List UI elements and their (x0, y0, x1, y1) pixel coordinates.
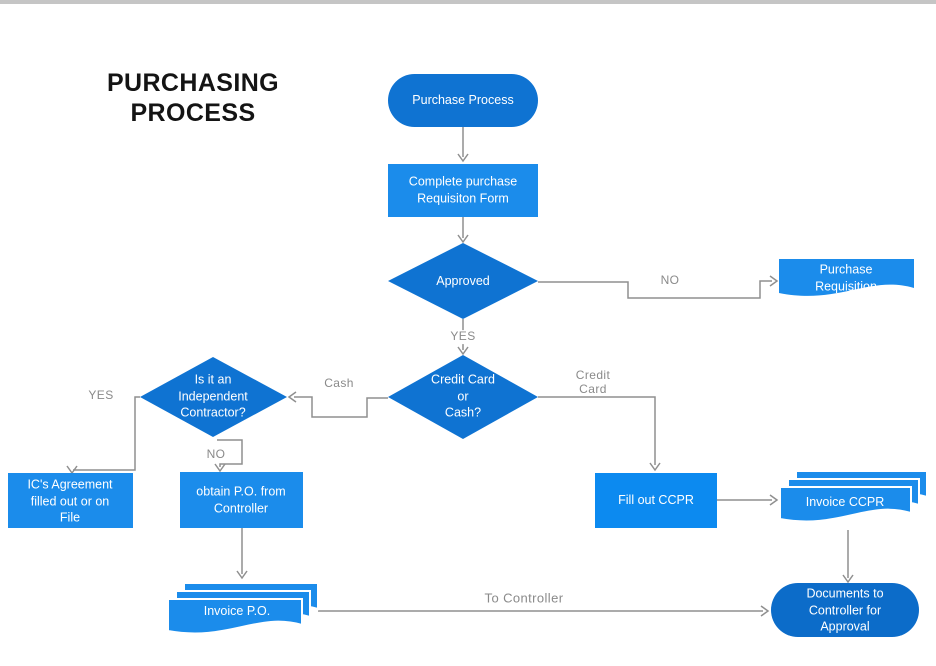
arrow-right-icon (769, 494, 779, 506)
arrow-down-icon (842, 574, 854, 584)
node-label-independent-contractor: Is it an Independent Contractor? (178, 372, 248, 420)
document-front-icon (779, 486, 912, 523)
node-documents-to-controller-shape (771, 583, 919, 637)
node-label-invoice-po: Invoice P.O. (203, 603, 271, 618)
connectors (66, 126, 854, 617)
arrow-down-icon (457, 153, 469, 163)
node-label-documents-to-controller: Documents to Controller for Approval (806, 586, 884, 634)
edge-credit-card (538, 396, 656, 465)
edge-label-cash: Cash (321, 376, 357, 391)
edge-ic-yes (73, 396, 140, 471)
edge-label-approved-no: NO (660, 273, 680, 288)
node-purchase-requisition-document (779, 259, 914, 296)
arrow-down-icon (457, 346, 469, 356)
node-label-purchase-process: Purchase Process (412, 92, 514, 107)
node-ics-agreement-shape (8, 473, 133, 528)
document-front-icon (167, 598, 303, 635)
edge-cash (294, 396, 388, 418)
arrow-left-icon (287, 391, 297, 403)
edge-label-to-controller: To Controller (484, 590, 564, 606)
node-label-complete-purchase: Complete purchase Requisiton Form (408, 174, 518, 206)
node-obtain-po-shape (180, 472, 303, 528)
node-label-credit-card-or-cash: Credit Card or Cash? (431, 372, 495, 420)
node-label-ics-agreement: IC's Agreement filled out or on File (27, 477, 113, 525)
node-approved-diamond (388, 243, 538, 319)
node-label-approved: Approved (436, 273, 490, 288)
node-complete-purchase-shape (388, 164, 538, 217)
arrow-right-icon (769, 275, 779, 287)
node-credit-card-or-cash-diamond (388, 355, 538, 439)
node-label-obtain-po: obtain P.O. from Controller (196, 484, 286, 516)
arrow-down-icon (236, 570, 248, 580)
node-label-invoice-ccpr: Invoice CCPR (805, 494, 885, 509)
arrow-down-icon (214, 463, 226, 473)
arrow-down-icon (457, 234, 469, 244)
edge-label-approved-yes: YES (447, 329, 479, 344)
edge-approved-no (538, 280, 772, 299)
node-invoice-po-multidocument (167, 582, 319, 635)
edge-label-ic-no: NO (203, 447, 229, 462)
edge-label-ic-yes: YES (88, 388, 114, 403)
arrow-down-icon (649, 462, 661, 472)
node-fill-out-ccpr-shape (595, 473, 717, 528)
diagram-title: PURCHASING PROCESS (106, 69, 280, 127)
arrow-right-icon (760, 605, 770, 617)
node-label-purchase-requisition: Purchase Requisition (815, 262, 877, 294)
node-invoice-ccpr-multidocument (779, 470, 928, 523)
node-label-fill-out-ccpr: Fill out CCPR (618, 492, 694, 507)
node-purchase-process-shape (388, 74, 538, 127)
node-independent-contractor-diamond (140, 357, 287, 437)
edge-label-credit-card: Credit Card (575, 368, 611, 396)
edge-ic-no (217, 439, 243, 467)
top-border-bar (0, 0, 936, 4)
